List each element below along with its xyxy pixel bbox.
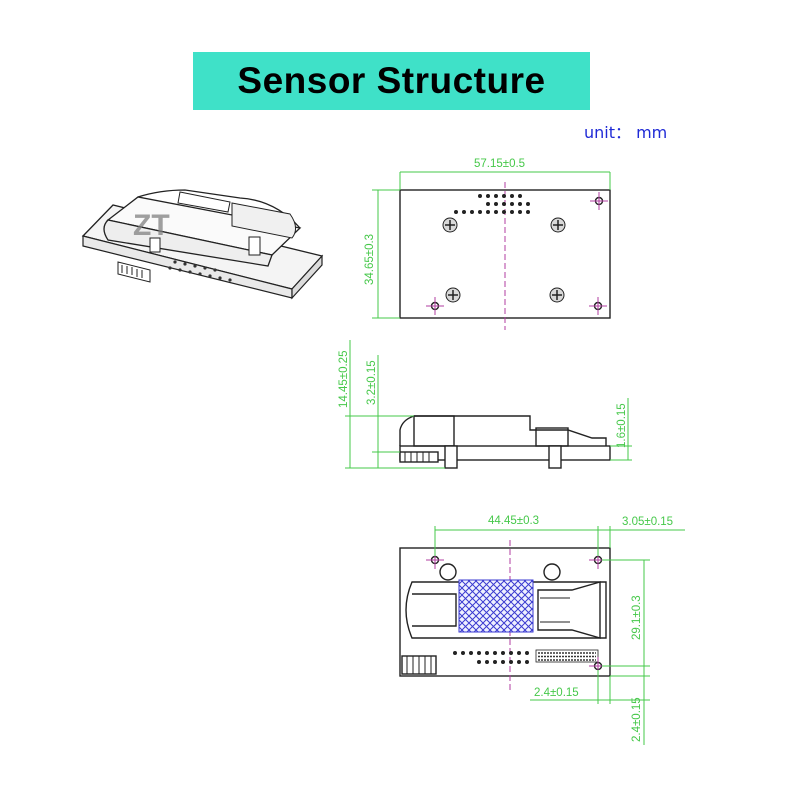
dim-side-pin-height: 3.2±0.15 [366, 360, 378, 405]
screw-hole [549, 287, 565, 303]
mounting-hole [590, 192, 608, 210]
dim-side-total-height: 14.45±0.25 [338, 351, 350, 408]
dim-bottom-hole-vertical: 29.1±0.3 [631, 595, 643, 640]
sensor-isometric-view: ZT [81, 189, 324, 300]
screw-hole [445, 287, 461, 303]
mounting-hole [426, 297, 444, 315]
dim-top-height: 34.65±0.3 [364, 234, 376, 285]
dim-bottom-hole-edge-right: 3.05±0.15 [622, 516, 673, 528]
dim-top-width: 57.15±0.5 [474, 158, 525, 170]
dim-bottom-hole-edge-y: 2.4±0.15 [631, 697, 643, 742]
mounting-hole [589, 297, 607, 315]
title-banner: Sensor Structure [193, 52, 590, 110]
page-title: Sensor Structure [237, 60, 546, 101]
sensor-side-view: 14.45±0.25 3.2±0.15 1.6±0.15 [338, 340, 632, 469]
screw-boss [439, 563, 561, 581]
dim-bottom-hole-edge-x: 2.4±0.15 [534, 687, 579, 699]
screw-hole [550, 217, 566, 233]
zt-logo: ZT [133, 209, 170, 242]
unit-label: unit： mm [584, 123, 668, 142]
sensor-top-view: 57.15±0.5 34.65±0.3 [364, 158, 611, 330]
dim-side-board-thickness: 1.6±0.15 [616, 403, 628, 448]
mounting-hole [426, 551, 444, 569]
dim-bottom-hole-spacing: 44.45±0.3 [488, 515, 539, 527]
screw-hole [442, 217, 458, 233]
sensor-bottom-view: 44.45±0.3 3.05±0.15 29.1±0.3 2.4±0.15 2.… [399, 515, 685, 745]
